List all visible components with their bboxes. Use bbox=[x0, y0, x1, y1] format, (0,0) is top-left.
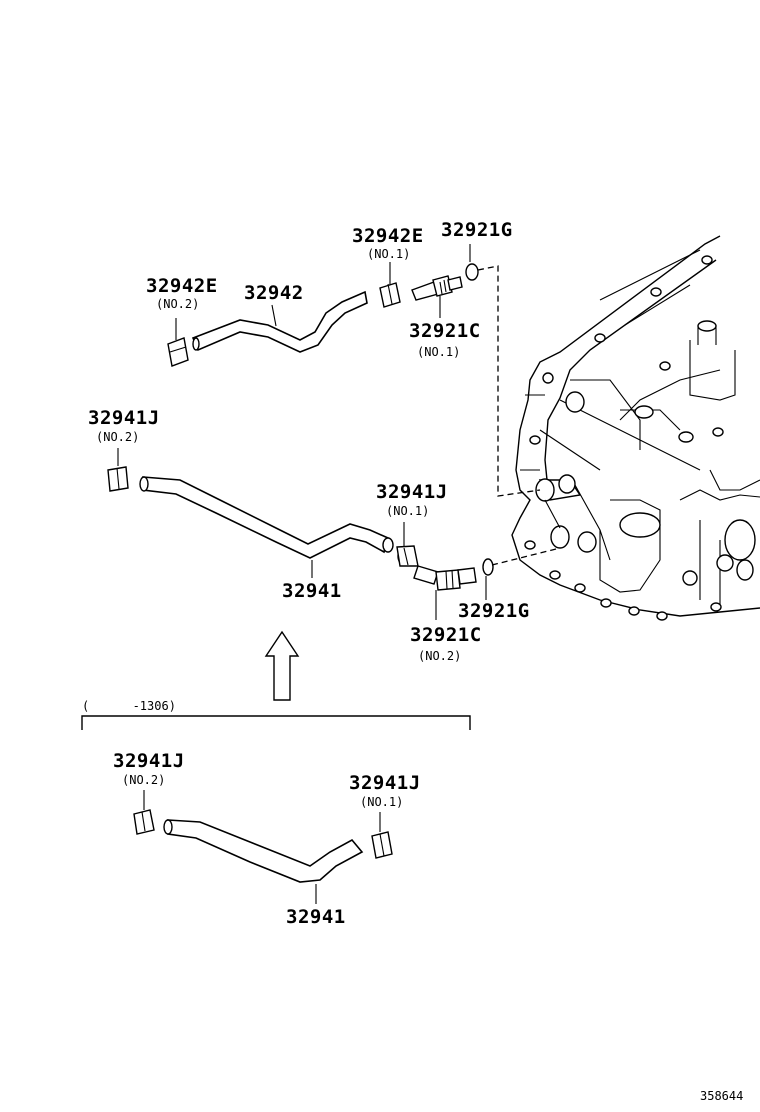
label-mid-oring: 32921G bbox=[458, 600, 530, 622]
label-top-union-sub: (NO.1) bbox=[417, 345, 460, 359]
clamp-32942e-no1 bbox=[379, 282, 401, 308]
up-arrow bbox=[264, 630, 300, 701]
label-mid-union: 32921C bbox=[410, 624, 482, 646]
label-top-clamp-no2-sub: (NO.2) bbox=[156, 297, 199, 311]
label-top-oring: 32921G bbox=[441, 219, 513, 241]
clamp-32941j-no2-lower bbox=[133, 809, 155, 835]
top-assembly bbox=[167, 244, 541, 497]
clamp-32941j-no1-lower bbox=[371, 831, 393, 859]
label-mid-union-sub: (NO.2) bbox=[418, 649, 461, 663]
label-top-clamp-no1-sub: (NO.1) bbox=[367, 247, 410, 261]
label-mid-clamp-no1-sub: (NO.1) bbox=[386, 504, 429, 518]
hose-32941-lower bbox=[167, 819, 364, 883]
lower-assembly bbox=[133, 790, 393, 904]
label-mid-hose: 32941 bbox=[282, 580, 342, 602]
label-top-clamp-no1: 32942E bbox=[352, 225, 424, 247]
union-32921c-no2 bbox=[413, 565, 477, 591]
oring-32921g-mid bbox=[482, 558, 494, 576]
hose-32942 bbox=[191, 290, 368, 353]
label-top-union: 32921C bbox=[409, 320, 481, 342]
union-32921c-no1 bbox=[411, 275, 463, 301]
label-low-clamp-no1-sub: (NO.1) bbox=[360, 795, 403, 809]
label-low-clamp-no2-sub: (NO.2) bbox=[122, 773, 165, 787]
clamp-32942e-no2 bbox=[167, 337, 189, 367]
middle-assembly bbox=[107, 448, 561, 620]
illustration-id: 358644 bbox=[700, 1089, 743, 1103]
label-low-hose: 32941 bbox=[286, 906, 346, 928]
label-top-clamp-no2: 32942E bbox=[146, 275, 218, 297]
clamp-32941j-no1 bbox=[396, 545, 419, 567]
label-mid-clamp-no2-sub: (NO.2) bbox=[96, 430, 139, 444]
label-low-clamp-no2: 32941J bbox=[113, 750, 185, 772]
label-mid-clamp-no1: 32941J bbox=[376, 481, 448, 503]
label-date-range: ( -1306) bbox=[82, 699, 176, 713]
label-top-hose: 32942 bbox=[244, 282, 304, 304]
label-mid-clamp-no2: 32941J bbox=[88, 407, 160, 429]
date-bracket bbox=[81, 715, 471, 730]
label-low-clamp-no1: 32941J bbox=[349, 772, 421, 794]
transmission-case bbox=[511, 235, 760, 621]
clamp-32941j-no2 bbox=[107, 466, 129, 492]
hose-32941 bbox=[142, 476, 389, 559]
labels: 32942E (NO.1) 32921G 32942E (NO.2) 32942… bbox=[82, 219, 743, 1103]
oring-32921g-top bbox=[465, 263, 479, 281]
